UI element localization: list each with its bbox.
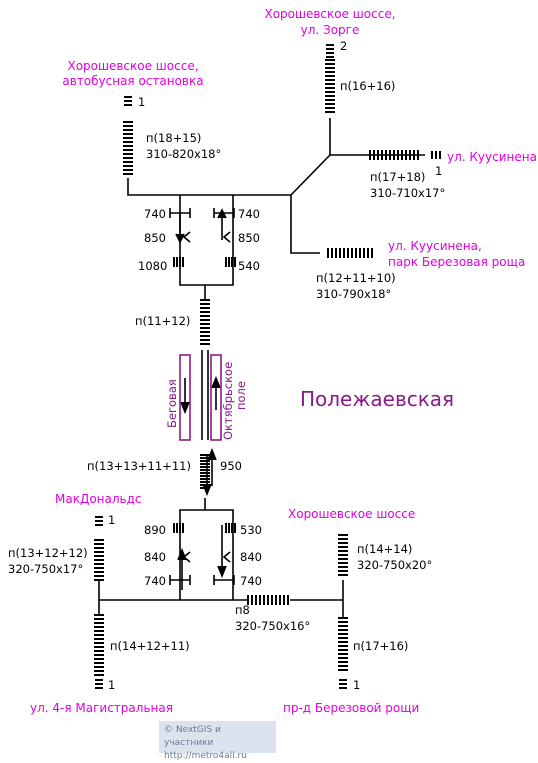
label-840-right: 840	[240, 550, 262, 564]
exit-bottom-left: ул. 4-я Магистральная	[30, 701, 173, 715]
label-p11-12: п(11+12)	[135, 314, 190, 328]
label-p17-16: п(17+16)	[353, 639, 408, 653]
label-n1-mcdonalds: 1	[108, 513, 115, 527]
exit-top-center-line1: Хорошевское шоссе,	[264, 7, 395, 21]
label-s310-710: 310-710x17°	[370, 186, 445, 200]
label-n1-kuusinena: 1	[435, 164, 442, 178]
passage-lines	[98, 118, 425, 618]
exit-top-left-line1: Хорошевское шоссе,	[67, 59, 198, 73]
turnstiles	[169, 208, 235, 585]
track-label-right-2: поле	[234, 381, 248, 410]
label-740-top-left: 740	[144, 207, 166, 221]
label-n1-bottom-right: 1	[353, 678, 360, 692]
label-n1-bottom-left: 1	[108, 678, 115, 692]
label-p14-12-11: п(14+12+11)	[110, 639, 190, 653]
label-p16-16: п(16+16)	[340, 79, 395, 93]
stairs	[94, 44, 441, 689]
label-p13-12-12: п(13+12+12)	[8, 546, 88, 560]
label-s320-750-17: 320-750x17°	[8, 562, 83, 576]
label-740-bottom-left: 740	[144, 574, 166, 588]
label-p18-15: п(18+15)	[146, 131, 201, 145]
exit-bottom-right: пр-д Березовой рощи	[283, 701, 419, 715]
label-540: 540	[238, 259, 260, 273]
arrows	[175, 208, 231, 590]
station-title: Полежаевская	[300, 387, 454, 411]
exit-top-left-line2: автобусная остановка	[62, 74, 203, 88]
label-n2: 2	[340, 39, 347, 53]
label-1080: 1080	[138, 259, 167, 273]
label-s310-790: 310-790x18°	[316, 287, 391, 301]
label-p17-18: п(17+18)	[370, 170, 425, 184]
exit-bottom-right-top: Хорошевское шоссе	[288, 507, 415, 521]
label-s320-750-20: 320-750x20°	[357, 558, 432, 572]
label-850-left: 850	[144, 231, 166, 245]
label-530: 530	[240, 523, 262, 537]
copyright-link[interactable]: http://metro4all.ru	[164, 751, 247, 761]
label-p14-14: п(14+14)	[357, 542, 412, 556]
exit-right-middle-line1: ул. Куусинена,	[388, 239, 482, 253]
exit-right-middle-line2: парк Березовая роща	[388, 255, 525, 269]
copyright-box: © NextGIS и участники http://metro4all.r…	[159, 721, 276, 761]
label-850-right: 850	[238, 231, 260, 245]
label-s310-820: 310-820x18°	[146, 147, 221, 161]
label-s320-750-16: 320-750x16°	[235, 619, 310, 633]
label-n1-top-left: 1	[138, 95, 145, 109]
label-740-bottom-right: 740	[240, 574, 262, 588]
track-label-left: Беговая	[165, 379, 179, 428]
platform-boxes	[179, 354, 222, 441]
exit-right-top: ул. Куусинена	[447, 150, 537, 164]
label-840-left: 840	[144, 550, 166, 564]
label-740-top-right: 740	[238, 207, 260, 221]
copyright-line1: © NextGIS и участники	[164, 725, 221, 748]
label-p8: п8	[235, 603, 250, 617]
label-p12-11-10: п(12+11+10)	[316, 271, 396, 285]
label-950: 950	[220, 459, 242, 473]
exit-bottom-left-top: МакДональдс	[55, 492, 142, 506]
exit-top-center-line2: ул. Зорге	[301, 23, 360, 37]
label-890: 890	[144, 523, 166, 537]
label-p13-13-11-11: п(13+13+11+11)	[87, 459, 191, 473]
track-label-right-1: Октябрьское	[221, 362, 235, 440]
